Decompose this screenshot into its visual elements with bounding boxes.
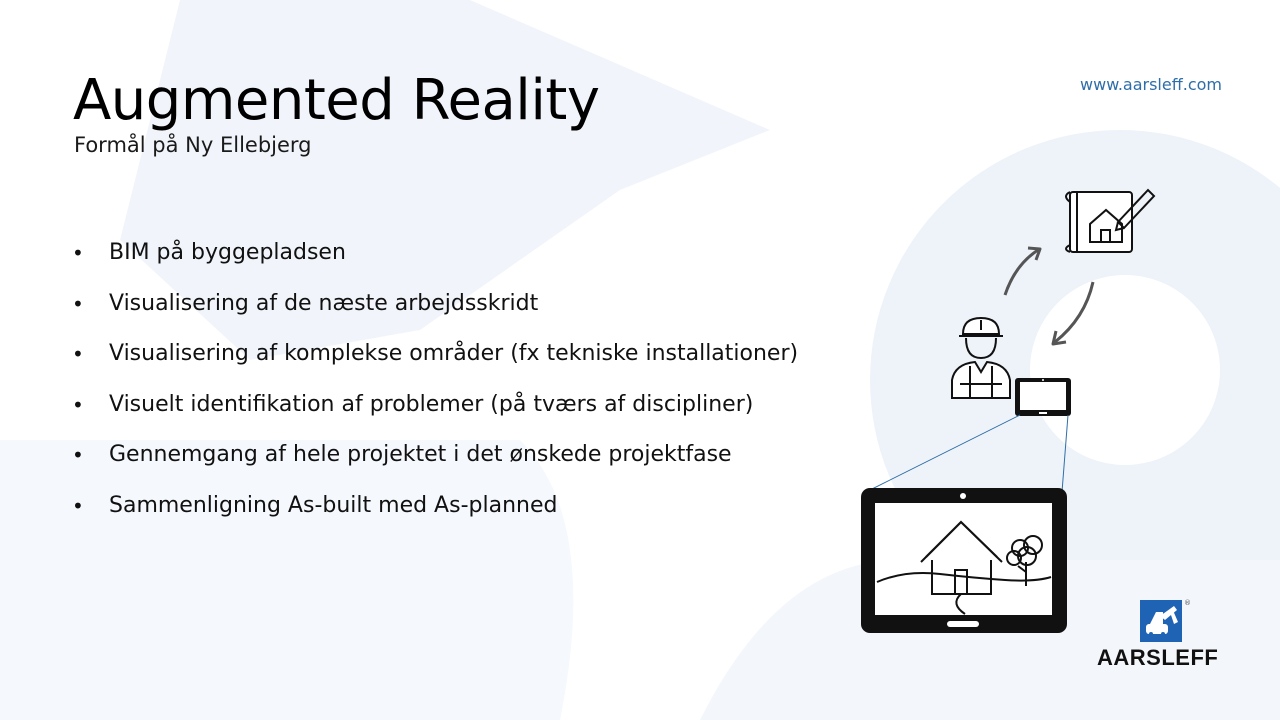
website-url: www.aarsleff.com (1080, 75, 1222, 94)
bullet-dot: • (72, 493, 84, 518)
bullet-item: • Visualisering af komplekse områder (fx … (72, 341, 798, 392)
bullet-text: Visualisering af de næste arbejdsskridt (109, 290, 539, 316)
worker-icon (951, 316, 1011, 399)
bullet-text: Visuelt identifikation af problemer (på … (109, 391, 754, 417)
tablet-icon (1015, 378, 1071, 416)
slide-subtitle: Formål på Ny Ellebjerg (74, 133, 312, 157)
bullet-item: • Visualisering af de næste arbejdsskridt (72, 291, 798, 342)
bullet-text: BIM på byggepladsen (109, 240, 346, 265)
brand-name: AARSLEFF (1097, 645, 1219, 670)
cycle-arrows-icon (1003, 246, 1095, 346)
bullet-dot: • (72, 443, 84, 467)
bullet-item: • BIM på byggepladsen (72, 240, 798, 291)
bullet-list: • BIM på byggepladsen • Visualisering af d… (72, 240, 798, 543)
bullet-text: Visualisering af komplekse områder (fx t… (109, 341, 799, 366)
bullet-dot: • (72, 241, 84, 265)
bullet-item: • Visuelt identifikation af problemer (på… (72, 392, 798, 443)
bullet-item: • Sammenligning As-built med As-planned (72, 493, 798, 544)
bullet-dot: • (72, 291, 84, 316)
bullet-item: • Gennemgang af hele projektet i det ønsk… (72, 442, 798, 493)
aarsleff-logo (1140, 600, 1182, 642)
bullet-dot: • (72, 392, 84, 417)
bullet-text: Sammenligning As-built med As-planned (109, 492, 558, 518)
registered-mark: ® (1184, 599, 1191, 607)
bullet-text: Gennemgang af hele projektet i det ønske… (109, 442, 732, 467)
slide-title: Augmented Reality (73, 68, 600, 133)
blueprint-pencil-icon (1065, 188, 1156, 253)
bullet-dot: • (72, 342, 84, 366)
house-scene-icon (861, 488, 1067, 633)
